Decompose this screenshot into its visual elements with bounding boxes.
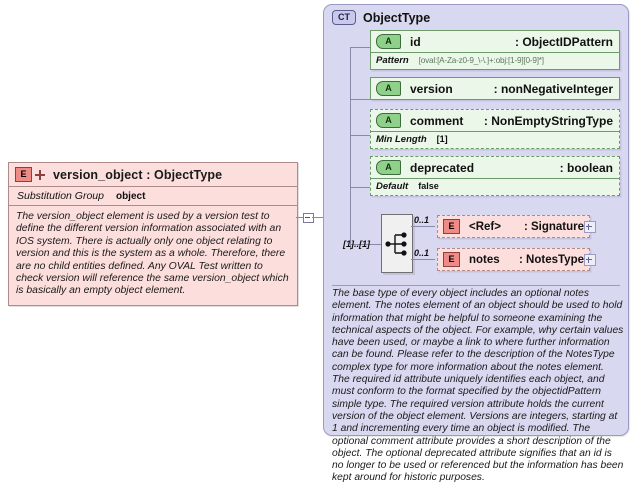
facet-value: [oval:[A-Za-z0-9_\-\.]+:obj:[1-9][0-9]*] xyxy=(418,56,544,65)
substitution-group-row: Substitution Group object xyxy=(9,187,297,205)
complex-type-icon: CT xyxy=(332,10,356,25)
attribute-icon: A xyxy=(376,160,401,175)
attribute-list: A id : ObjectIDPattern Pattern [oval:[A-… xyxy=(370,30,620,203)
complex-type-documentation: The base type of every object includes a… xyxy=(332,288,624,484)
attribute-rail-stub-deprecated xyxy=(350,187,370,188)
connector-line-h2 xyxy=(312,217,325,218)
attribute-header: A version : nonNegativeInteger xyxy=(371,78,619,99)
attribute-facet: Default false xyxy=(371,179,619,195)
element-type: : NotesType xyxy=(519,253,584,266)
attribute-type: : ObjectIDPattern xyxy=(514,34,613,49)
element-name: <Ref> xyxy=(469,220,501,233)
diagram-canvas: E version_object : ObjectType Substituti… xyxy=(8,4,629,483)
attribute-facet: Min Length [1] xyxy=(371,132,619,148)
complex-type-header: CT ObjectType xyxy=(324,5,628,25)
expand-plus-icon-notes[interactable] xyxy=(584,254,596,266)
sequence-node[interactable] xyxy=(381,214,413,273)
facet-value: [1] xyxy=(436,134,448,144)
attribute-icon: A xyxy=(376,81,401,96)
attribute-icon: A xyxy=(376,34,401,49)
substitution-group-label: Substitution Group xyxy=(17,190,104,202)
divider xyxy=(332,285,620,286)
facet-label: Min Length xyxy=(376,134,427,145)
element-icon: E xyxy=(15,167,32,182)
element-title: version_object : ObjectType xyxy=(53,167,223,182)
element-box-header: E version_object : ObjectType xyxy=(9,163,297,186)
sequence-branch-notes xyxy=(411,259,435,260)
complex-type-title: ObjectType xyxy=(363,10,431,25)
connector-line-h1 xyxy=(296,217,303,218)
attribute-rail-stub-sequence xyxy=(350,244,382,245)
sequence-branch-ref xyxy=(411,226,435,227)
attribute-name: deprecated xyxy=(410,160,475,175)
attribute-box-id[interactable]: A id : ObjectIDPattern Pattern [oval:[A-… xyxy=(370,30,620,70)
attribute-rail-stub-comment xyxy=(350,135,370,136)
divider xyxy=(371,131,619,132)
attribute-header: A id : ObjectIDPattern xyxy=(371,31,619,52)
cardinality-label-notes: 0..1 xyxy=(414,248,430,258)
element-icon: E xyxy=(443,252,460,267)
sequence-cardinality-label: [1]..[1] xyxy=(343,239,370,249)
facet-label: Pattern xyxy=(376,55,409,66)
element-documentation: The version_object element is used by a … xyxy=(16,211,289,297)
attribute-name: version xyxy=(410,81,453,96)
expand-plus-icon-ref[interactable] xyxy=(584,221,596,233)
attribute-type: : nonNegativeInteger xyxy=(493,81,613,96)
attribute-rail-stub-version xyxy=(350,99,370,100)
attribute-rail-vertical xyxy=(350,47,351,250)
attribute-box-deprecated[interactable]: A deprecated : boolean Default false xyxy=(370,156,620,196)
facet-label: Default xyxy=(376,181,409,192)
substitution-group-value: object xyxy=(115,190,146,202)
attribute-name: id xyxy=(410,34,421,49)
sequence-icon xyxy=(385,232,407,256)
attribute-name: comment xyxy=(410,113,464,128)
attribute-type: : NonEmptyStringType xyxy=(483,113,613,128)
divider xyxy=(9,186,297,187)
divider xyxy=(9,205,297,206)
attribute-box-comment[interactable]: A comment : NonEmptyStringType Min Lengt… xyxy=(370,109,620,149)
attribute-rail-stub-id xyxy=(350,47,370,48)
attribute-header: A deprecated : boolean xyxy=(371,157,619,178)
attribute-facet: Pattern [oval:[A-Za-z0-9_\-\.]+:obj:[1-9… xyxy=(371,53,619,69)
attribute-icon: A xyxy=(376,113,401,128)
element-name: notes xyxy=(469,253,500,266)
facet-value: false xyxy=(418,181,439,191)
attribute-header: A comment : NonEmptyStringType xyxy=(371,110,619,131)
divider xyxy=(371,178,619,179)
attribute-box-version[interactable]: A version : nonNegativeInteger xyxy=(370,77,620,100)
element-icon: E xyxy=(443,219,460,234)
element-type: : Signature xyxy=(523,220,584,233)
complex-type-panel-objecttype[interactable]: CT ObjectType A id : ObjectIDPattern Pat… xyxy=(323,4,629,436)
cardinality-label-ref: 0..1 xyxy=(414,215,430,225)
element-box-version-object[interactable]: E version_object : ObjectType Substituti… xyxy=(8,162,298,306)
attribute-type: : boolean xyxy=(559,160,613,175)
element-plus-icon[interactable] xyxy=(35,169,45,180)
element-box-ref[interactable]: E <Ref> : Signature xyxy=(437,215,590,238)
connector-expand-box[interactable] xyxy=(303,213,314,223)
element-box-notes[interactable]: E notes : NotesType xyxy=(437,248,590,271)
divider xyxy=(371,52,619,53)
